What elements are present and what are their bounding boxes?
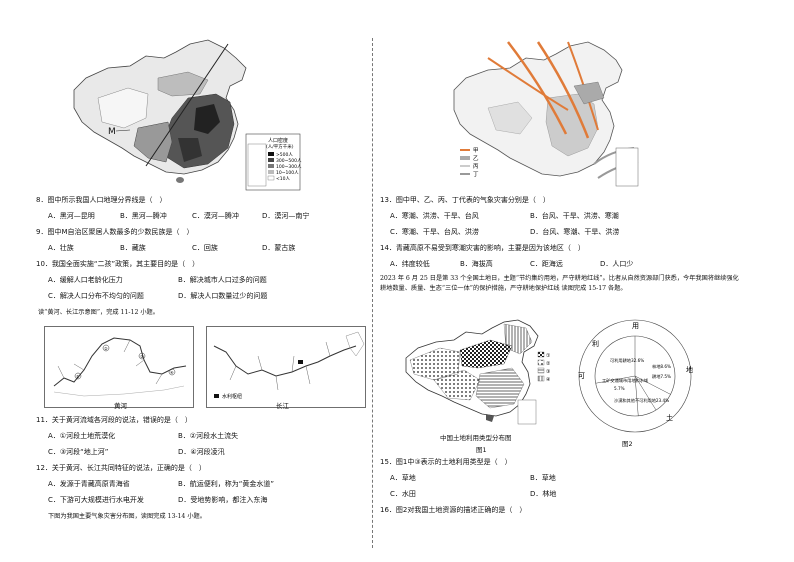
- river-legend-label: 水利枢纽: [222, 393, 242, 400]
- question-16-stem: 16．图2对我国土地资源的描述正确的是（ ）: [380, 506, 527, 514]
- question-11-stem: 11．关于黄河流域各河段的说法，错误的是（ ）: [36, 416, 192, 424]
- q8-option-a[interactable]: A．黑河—昆明: [48, 212, 95, 220]
- fig1-caption: 中国土地利用类型分布图: [440, 434, 512, 442]
- q14-option-c[interactable]: C．距海远: [530, 260, 563, 268]
- land-use-map: ① ② ③ ④: [405, 319, 551, 425]
- svg-text:②: ②: [104, 346, 108, 351]
- q13-option-d[interactable]: D．台风、寒潮、干旱、洪涝: [530, 228, 620, 236]
- q10-option-a[interactable]: A．缓解人口老龄化压力: [48, 276, 123, 284]
- q15-option-a[interactable]: A．草地: [390, 474, 416, 482]
- q15-option-c[interactable]: C．水田: [390, 490, 416, 498]
- q15-option-b[interactable]: B．草地: [530, 474, 556, 482]
- ring-char-4: 可: [578, 372, 585, 380]
- question-14-stem: 14．青藏高原不易受到寒潮灾害的影响，主要是因为该地区（ ）: [380, 244, 585, 252]
- pie-slice-divider: [595, 375, 636, 384]
- q10-option-c[interactable]: C．解决人口分布不均匀的问题: [48, 292, 144, 300]
- yangtze-river-map: 水利枢纽: [206, 326, 366, 408]
- q14-option-a[interactable]: A．纬度较低: [390, 260, 430, 268]
- yellow-river-map: ① ② ③ ④: [44, 326, 194, 408]
- legend-title-1: 人口密度: [268, 137, 288, 144]
- fig1-legend-1: ①: [546, 353, 551, 359]
- q8-option-b[interactable]: B．黑河—腾冲: [120, 212, 167, 220]
- q12-option-c[interactable]: C．下游可大规模进行水电开发: [48, 496, 144, 504]
- legend-item-1: >500人: [276, 152, 293, 158]
- pie-slice-divider: [634, 375, 657, 411]
- svg-text:③: ③: [140, 354, 144, 359]
- yellow-river-caption: 黄河: [114, 402, 127, 410]
- q12-option-b[interactable]: B．航运便利，称为“黄金水道”: [178, 480, 275, 488]
- ring-char-5: 利: [592, 339, 599, 348]
- q9-option-b[interactable]: B．藏族: [120, 244, 146, 252]
- q8-option-c[interactable]: C．漠河—腾冲: [192, 212, 239, 220]
- fig1-legend-4: ④: [546, 377, 551, 383]
- q14-option-d[interactable]: D．人口少: [600, 260, 634, 268]
- pie-label-3: 耕地7.5%: [652, 373, 671, 380]
- ring-char-1: 用: [632, 322, 639, 330]
- q11-option-a[interactable]: A．①河段土地荒漠化: [48, 432, 116, 440]
- pie-label-2: 林地8.6%: [652, 363, 671, 370]
- pie-label-1: 可利用耕地32.6%: [610, 357, 644, 364]
- q11-option-b[interactable]: B．②河段水土流失: [178, 432, 239, 440]
- note-11-12: 读“黄河、长江示意图”，完成 11-12 小题。: [38, 309, 159, 316]
- fig1-label: 图1: [476, 446, 487, 454]
- q9-option-c[interactable]: C．回族: [192, 244, 218, 252]
- legend-item-5: <10人: [276, 176, 290, 182]
- q15-option-d[interactable]: D．林地: [530, 490, 557, 498]
- legend-item-4: 10~100人: [276, 170, 299, 176]
- legend-ding: 丁: [473, 171, 479, 178]
- pie-slice-divider: [634, 375, 671, 395]
- legend-jia: 甲: [473, 147, 479, 154]
- question-13-stem: 13．图中甲、乙、丙、丁代表的气象灾害分别是（ ）: [380, 196, 550, 204]
- fig1-legend-2: ②: [546, 361, 551, 367]
- fig2-caption: 图2: [622, 440, 633, 448]
- q13-option-a[interactable]: A．寒潮、洪涝、干旱、台风: [390, 212, 479, 220]
- column-divider: [372, 38, 373, 548]
- q14-option-b[interactable]: B．海拔高: [460, 260, 493, 268]
- q12-option-a[interactable]: A．发源于青藏高原青海省: [48, 480, 130, 488]
- q11-option-d[interactable]: D．④河段凌汛: [178, 448, 225, 456]
- question-9-stem: 9．图中M自治区聚居人数最多的少数民族是（ ）: [36, 228, 194, 236]
- question-10-stem: 10．我国全面实施“二孩”政策，其主要目的是（ ）: [36, 260, 200, 268]
- land-day-intro: 2023 年 6 月 25 日是第 33 个全国土地日，主题“节约集约用地，严守…: [380, 275, 739, 292]
- question-12-stem: 12．关于黄河、长江共同特征的说法，正确的是（ ）: [36, 464, 206, 472]
- note-13-14: 下图为我国主要气象灾害分布图，读图完成 13-14 小题。: [48, 513, 206, 520]
- weather-disaster-map: 甲 乙 丙 丁: [453, 41, 639, 187]
- svg-text:④: ④: [170, 370, 174, 375]
- q9-option-d[interactable]: D．蒙古族: [262, 244, 296, 252]
- svg-text:①: ①: [76, 374, 80, 379]
- q8-option-d[interactable]: D．漠河—南宁: [262, 212, 310, 220]
- fig1-legend-3: ③: [546, 369, 550, 375]
- pie-extra-label-2: 5.7%: [614, 386, 625, 391]
- ring-char-3: 土: [666, 413, 673, 422]
- pie-extra-label-1: 工矿交通城市用地和水域: [602, 377, 649, 384]
- legend-item-3: 100~300人: [276, 164, 302, 170]
- ring-char-2: 地: [686, 365, 693, 374]
- q10-option-b[interactable]: B．解决城市人口过多的问题: [178, 276, 267, 284]
- q13-option-c[interactable]: C．寒潮、干旱、台风、洪涝: [390, 228, 479, 236]
- legend-item-2: 300~500人: [276, 158, 302, 164]
- legend-title-2: (人/平方千米): [266, 143, 294, 150]
- q11-option-c[interactable]: C．③河段“地上河”: [48, 448, 109, 456]
- legend-bing: 丙: [473, 163, 479, 170]
- region-m-label: M: [108, 127, 116, 137]
- q9-option-a[interactable]: A．壮族: [48, 244, 74, 252]
- question-15-stem: 15．图1中③表示的土地利用类型是（ ）: [380, 458, 512, 466]
- q12-option-d[interactable]: D．受地势影响，都注入东海: [178, 496, 268, 504]
- q13-option-b[interactable]: B．台风、干旱、洪涝、寒潮: [530, 212, 619, 220]
- question-8-stem: 8．图中所示我国人口地理分界线是（ ）: [36, 196, 167, 204]
- yangtze-river-caption: 长江: [276, 402, 289, 410]
- pie-label-4: 沙漠和其他不可利用地23.4%: [614, 397, 669, 404]
- legend-yi: 乙: [473, 155, 479, 162]
- pie-slice-divider: [634, 375, 639, 416]
- q10-option-d[interactable]: D．解决人口数量过少的问题: [178, 292, 268, 300]
- land-resources-pie: 用 地 土 可 利 可利用耕地32.6% 林地8.6% 耕地7.5% 沙漠和其他…: [578, 319, 693, 433]
- population-density-map: M 人口密度 (人/平方千米) >500人 300~500人 100~300人 …: [73, 39, 302, 191]
